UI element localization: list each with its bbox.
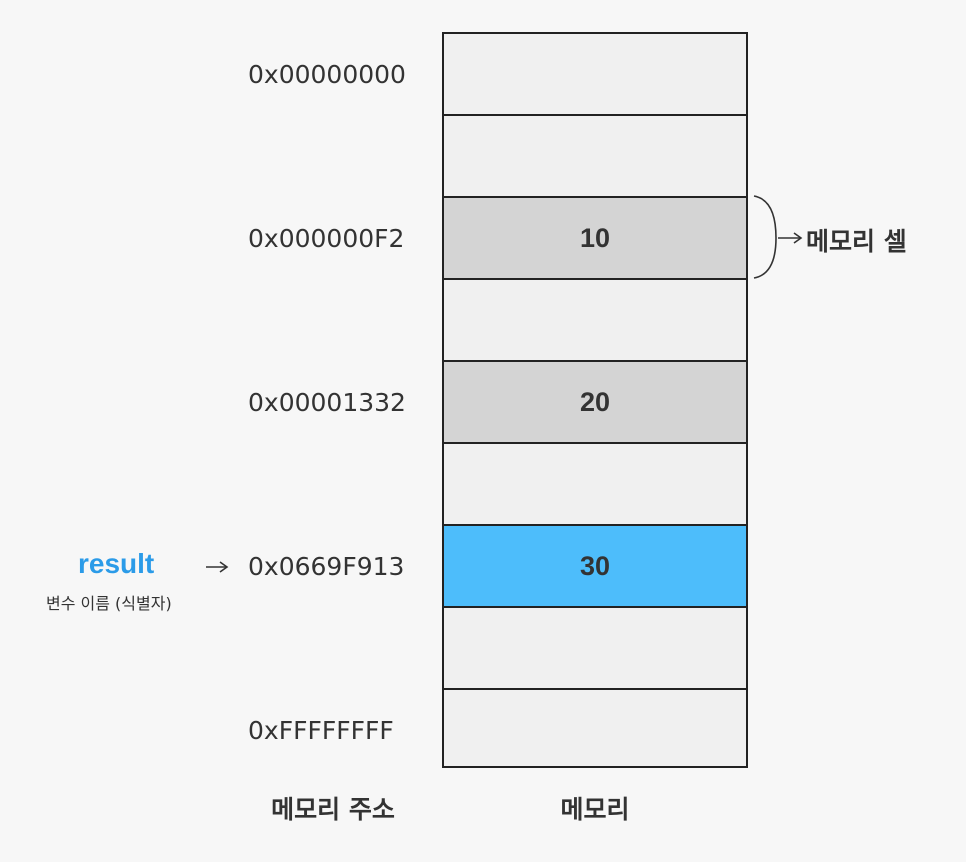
cell-value: 30 bbox=[579, 550, 611, 581]
memory-cell-10: 10 bbox=[444, 196, 746, 278]
memory-cell-label: 메모리 셀 bbox=[806, 227, 907, 256]
address-label: 0x00001332 bbox=[248, 388, 406, 417]
address-label: 0xFFFFFFFF bbox=[248, 716, 394, 745]
cell-value: 20 bbox=[579, 386, 611, 417]
address-label: 0x000000F2 bbox=[248, 224, 405, 253]
address-label: 0x0669F913 bbox=[248, 552, 405, 581]
variable-caption: 변수 이름 (식별자) bbox=[46, 594, 172, 613]
variable-name: result bbox=[78, 548, 155, 579]
memory-cell bbox=[444, 442, 746, 524]
memory-block: 10 20 30 bbox=[442, 32, 748, 768]
variable-arrow-head-icon bbox=[219, 561, 229, 573]
memory-address-label: 메모리 주소 bbox=[271, 795, 395, 824]
memory-cell bbox=[444, 114, 746, 196]
cell-arrow-head-icon bbox=[793, 232, 803, 244]
memory-cell bbox=[444, 606, 746, 688]
cell-brace-icon bbox=[753, 195, 777, 279]
memory-cell-20: 20 bbox=[444, 360, 746, 442]
memory-cell-30: 30 bbox=[444, 524, 746, 606]
cell-value: 10 bbox=[579, 222, 611, 253]
memory-cell bbox=[444, 278, 746, 360]
memory-cell bbox=[444, 688, 746, 770]
memory-label: 메모리 bbox=[560, 795, 630, 824]
address-label: 0x00000000 bbox=[248, 60, 406, 89]
